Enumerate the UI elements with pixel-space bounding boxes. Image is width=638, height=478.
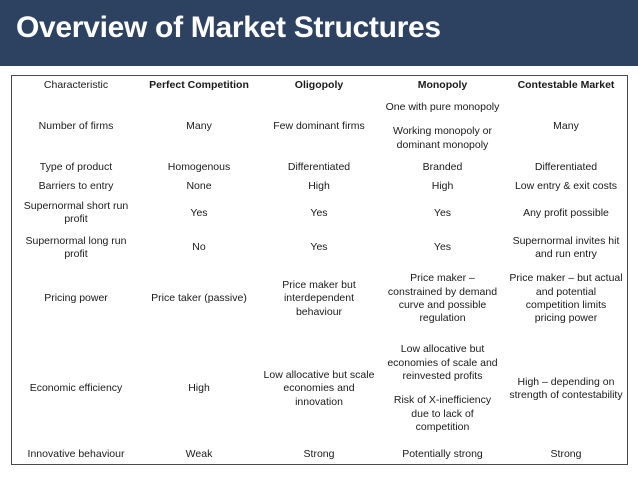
cell-monopoly: Potentially strong — [402, 447, 483, 460]
table-row: Barriers to entry None High High Low ent… — [12, 177, 627, 196]
row-label: Economic efficiency — [29, 382, 123, 395]
cell-monopoly: Low allocative but economies of scale an… — [380, 333, 505, 446]
table-row: Pricing power Price taker (passive) Pric… — [12, 265, 627, 332]
cell-monopoly-para-2: Working monopoly or dominant monopoly — [392, 125, 493, 151]
cell-oligopoly: Yes — [310, 241, 328, 254]
table-row: Supernormal short run profit Yes Yes Yes… — [12, 196, 627, 231]
cell-perfect-competition: None — [186, 179, 212, 192]
cell-perfect-competition: Many — [186, 119, 212, 132]
cell-oligopoly: High — [308, 179, 330, 192]
cell-contestable-market: Differentiated — [534, 161, 598, 174]
row-label: Type of product — [39, 161, 113, 174]
row-label: Number of firms — [38, 119, 114, 132]
cell-oligopoly: Yes — [310, 206, 328, 219]
cell-monopoly: Branded — [422, 161, 463, 174]
cell-monopoly-para-1: One with pure monopoly — [385, 100, 500, 113]
table-header: Characteristic Perfect Competition Oligo… — [12, 76, 627, 94]
cell-oligopoly: Strong — [303, 447, 335, 460]
row-label: Pricing power — [44, 292, 108, 305]
cell-perfect-competition: No — [192, 241, 206, 254]
cell-oligopoly: Few dominant firms — [273, 119, 365, 132]
cell-contestable-market: Price maker – but actual and potential c… — [509, 272, 623, 325]
cell-contestable-market: Low entry & exit costs — [514, 179, 618, 192]
row-label: Barriers to entry — [38, 179, 114, 192]
cell-monopoly: High — [431, 179, 454, 192]
row-label: Innovative behaviour — [27, 447, 125, 460]
cell-contestable-market: Supernormal invites hit and run entry — [512, 234, 620, 261]
table-body: Number of firms Many Few dominant firms … — [12, 94, 627, 464]
market-structures-table-container: Characteristic Perfect Competition Oligo… — [11, 75, 628, 465]
title-band: Overview of Market Structures — [0, 0, 638, 66]
cell-monopoly-para-1: Low allocative but economies of scale an… — [387, 343, 498, 383]
cell-contestable-market: High – depending on strength of contesta… — [509, 375, 623, 401]
cell-monopoly: Yes — [433, 206, 452, 219]
column-header-monopoly: Monopoly — [417, 79, 468, 91]
row-label: Supernormal short run profit — [23, 199, 129, 226]
page-title: Overview of Market Structures — [16, 11, 441, 44]
table-row: Type of product Homogenous Differentiate… — [12, 159, 627, 178]
cell-perfect-competition: Yes — [190, 206, 208, 219]
market-structures-table: Characteristic Perfect Competition Oligo… — [12, 76, 627, 464]
table-header-row: Characteristic Perfect Competition Oligo… — [12, 76, 627, 94]
cell-monopoly: Yes — [433, 241, 452, 254]
column-header-characteristic: Characteristic — [43, 79, 109, 91]
column-header-contestable-market: Contestable Market — [517, 79, 615, 91]
table-row: Innovative behaviour Weak Strong Potenti… — [12, 445, 627, 464]
table-row: Supernormal long run profit No Yes Yes S… — [12, 231, 627, 266]
cell-oligopoly: Price maker but interdependent behaviour — [282, 278, 356, 318]
cell-perfect-competition: Homogenous — [167, 161, 231, 174]
cell-contestable-market: Any profit possible — [523, 206, 609, 219]
cell-monopoly: Price maker – constrained by demand curv… — [387, 272, 498, 325]
cell-perfect-competition: Weak — [185, 447, 213, 460]
cell-oligopoly: Low allocative but scale economies and i… — [263, 368, 375, 408]
cell-perfect-competition: Price taker (passive) — [151, 292, 247, 305]
cell-contestable-market: Many — [553, 119, 579, 132]
table-row: Economic efficiency High Low allocative … — [12, 333, 627, 446]
column-header-oligopoly: Oligopoly — [294, 79, 344, 91]
column-header-perfect-competition: Perfect Competition — [149, 79, 249, 91]
row-label: Supernormal long run profit — [25, 234, 127, 261]
cell-monopoly: One with pure monopoly Working monopoly … — [380, 94, 505, 158]
cell-contestable-market: Strong — [550, 447, 582, 460]
table-row: Number of firms Many Few dominant firms … — [12, 94, 627, 158]
cell-oligopoly: Differentiated — [287, 161, 351, 174]
cell-perfect-competition: High — [188, 382, 210, 395]
cell-monopoly-para-2: Risk of X-inefficiency due to lack of co… — [393, 394, 492, 434]
